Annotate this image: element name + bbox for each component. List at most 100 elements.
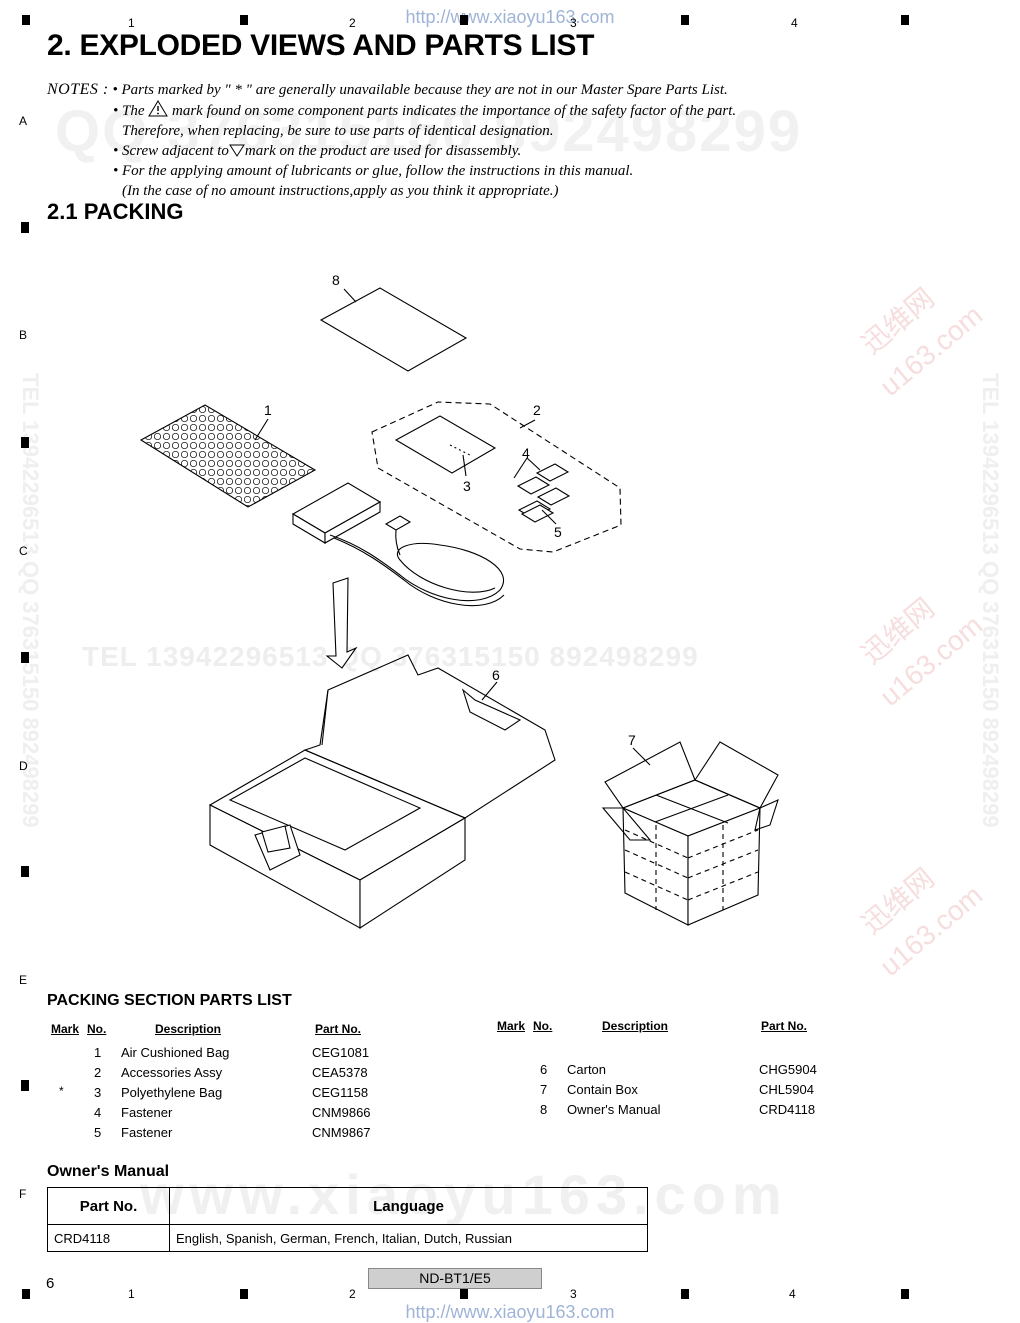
part-description: Accessories Assy [121,1065,223,1080]
part-mark: * [59,1084,64,1098]
section-heading: 2.1 PACKING [47,199,184,224]
callout-1: 1 [264,402,272,418]
part-no-cell: 1 [94,1045,102,1060]
grid-mark [21,1080,29,1091]
carton [208,654,556,930]
grid-mark [240,15,248,25]
page-number: 6 [46,1275,55,1292]
parts-header-no-right: No. [533,1019,553,1033]
part-no-cell: 4 [94,1105,102,1120]
part-number: CRD4118 [759,1102,816,1117]
watermark-url-bottom: http://www.xiaoyu163.com [405,1302,615,1322]
grid-mark [240,1289,248,1299]
grid-mark [21,652,29,663]
note-line-4b: mark on the product are used for disasse… [244,143,522,159]
part-number: CHG5904 [759,1062,817,1077]
grid-mark [901,15,909,25]
grid-mark [21,437,29,448]
grid-column-1: 1 [128,16,135,30]
part-no-cell: 3 [94,1085,102,1100]
grid-row-b: B [19,328,28,342]
part-no-cell: 2 [94,1065,102,1080]
grid-row-e: E [19,973,28,987]
note-line-2a: • The [113,103,145,119]
grid-column-1-bottom: 1 [128,1287,135,1301]
product-unit [291,482,505,607]
callout-5: 5 [554,524,562,540]
om-part-no: CRD4118 [47,1224,170,1252]
part-description: Fastener [121,1105,173,1120]
note-line-1: • Parts marked by " * " are generally un… [112,82,728,98]
note-line-6: (In the case of no amount instructions,a… [122,183,559,199]
caution-triangle-icon [148,100,169,117]
grid-column-3: 3 [570,16,577,30]
grid-mark [901,1289,909,1299]
om-language: English, Spanish, German, French, Italia… [169,1224,648,1252]
watermark-tel-line: TEL 13942296513 QQ 376315150 892498299 [82,641,699,672]
grid-mark [681,1289,689,1299]
grid-column-2-bottom: 2 [349,1287,356,1301]
note-line-5: • For the applying amount of lubricants … [113,163,634,179]
note-line-4a: • Screw adjacent to [113,143,229,159]
grid-row-c: C [19,544,28,558]
part-description: Polyethylene Bag [121,1085,223,1100]
callout-7: 7 [628,732,636,748]
notes-block: NOTES : • Parts marked by " * " are gene… [47,80,736,201]
part-no-cell: 7 [540,1082,548,1097]
part-number: CNM9867 [312,1125,371,1140]
part-number: CNM9866 [312,1105,371,1120]
parts-header-part-no-right: Part No. [761,1019,808,1033]
part-no-cell: 8 [540,1102,548,1117]
table-row: CRD4118 English, Spanish, German, French… [47,1224,648,1252]
grid-mark [460,1289,468,1299]
grid-mark [681,15,689,25]
part-description: Contain Box [567,1082,638,1097]
accessories-assy-outline [371,401,622,553]
part-number: CHL5904 [759,1082,814,1097]
grid-mark [22,1289,30,1299]
note-line-3: Therefore, when replacing, be sure to us… [122,123,554,139]
part-description: Fastener [121,1125,173,1140]
callout-2: 2 [533,402,541,418]
parts-header-description: Description [155,1022,222,1036]
parts-header-part-no: Part No. [315,1022,362,1036]
grid-mark [21,866,29,877]
parts-header-mark-right: Mark [497,1019,526,1033]
grid-row-d: D [19,759,28,773]
model-badge: ND-BT1/E5 [368,1268,542,1289]
part-no-cell: 5 [94,1125,102,1140]
grid-mark [22,15,30,25]
fasteners [516,463,571,523]
watermark-qq-large: QQ 376315150 892498299 [55,99,803,164]
parts-header-no: No. [87,1022,107,1036]
part-number: CEG1158 [312,1085,369,1100]
grid-mark [460,15,468,25]
grid-column-4: 4 [791,16,798,30]
insertion-arrow [325,577,358,669]
om-header-part-no: Part No. [47,1187,170,1225]
callout-8: 8 [332,272,340,288]
polyethylene-bag [394,415,497,474]
grid-row-f: F [19,1187,27,1201]
grid-column-3-bottom: 3 [570,1287,577,1301]
part-number: CEA5378 [312,1065,368,1080]
table-header-row: Part No. Language [47,1187,648,1225]
watermark-url-top: http://www.xiaoyu163.com [405,7,615,27]
owners-manual-title: Owner's Manual [47,1163,170,1180]
screw-triangle-icon [229,144,245,157]
callout-4: 4 [522,445,530,461]
air-cushioned-bag [139,404,317,508]
part-description: Carton [567,1062,607,1077]
page-title: 2. EXPLODED VIEWS AND PARTS LIST [47,29,595,62]
callout-3: 3 [463,478,471,494]
parts-list-title: PACKING SECTION PARTS LIST [47,992,292,1009]
packing-exploded-diagram [139,287,779,930]
owners-manual-table: Part No. Language CRD4118 English, Spani… [47,1187,648,1252]
om-header-language: Language [169,1187,648,1225]
part-description: Owner's Manual [567,1102,661,1117]
parts-header-mark: Mark [51,1022,80,1036]
notes-label: NOTES : [47,81,109,98]
contain-box [601,741,779,926]
grid-column-4-bottom: 4 [789,1287,796,1301]
grid-mark [21,222,29,233]
